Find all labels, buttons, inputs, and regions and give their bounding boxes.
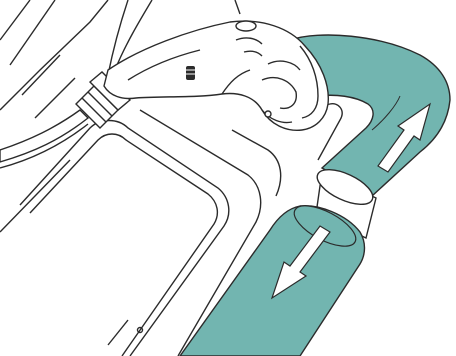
handle-grip <box>104 21 328 130</box>
hose <box>0 110 88 168</box>
lower-wand-section <box>180 198 365 356</box>
screw-icon <box>186 66 195 80</box>
